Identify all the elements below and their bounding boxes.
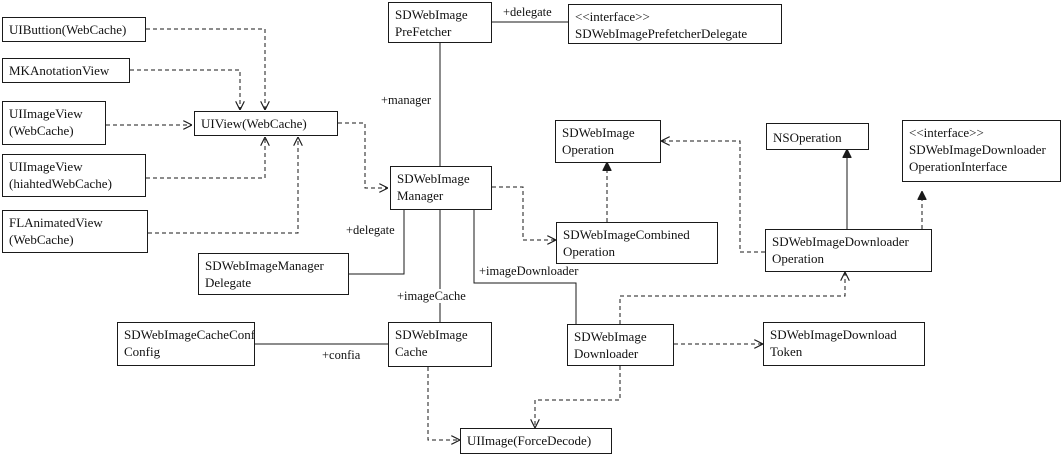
class-uiimageview-webcache: UIImageView (WebCache) — [2, 101, 106, 145]
class-name: NSOperation — [773, 130, 842, 145]
class-flanimatedview: FLAnimatedView (WebCache) — [2, 210, 148, 253]
class-name-line2: (WebCache) — [9, 232, 74, 247]
label-image-downloader: +imageDownloader — [478, 264, 580, 278]
edge-manager-delegate — [349, 198, 408, 275]
class-nsoperation: NSOperation — [766, 123, 869, 150]
class-mkannotationview: MKAnotationView — [2, 58, 130, 83]
class-name: SDWebImageCacheConfig — [124, 327, 255, 342]
class-name: SDWebImageManager — [205, 258, 324, 273]
class-name-line2: (WebCache) — [9, 123, 74, 138]
edge-downloader-uiimage — [535, 366, 621, 428]
class-name: SDWebImageDownloader — [772, 234, 909, 249]
class-sdwebimage-manager: SDWebImage Manager — [390, 166, 492, 210]
class-name: SDWebImageDownload — [770, 327, 897, 342]
class-name: SDWebImage — [395, 327, 468, 342]
edge-uiview-manager — [338, 122, 388, 188]
class-name: MKAnotationView — [9, 63, 110, 78]
class-name: SDWebImagePrefetcherDelegate — [575, 26, 748, 41]
class-name-line2: Downloader — [574, 346, 639, 361]
stereotype: <<interface>> — [575, 9, 650, 24]
edge-cache-uiimage — [427, 367, 460, 440]
class-cache-config: SDWebImageCacheConfig Config — [117, 322, 255, 366]
class-uiview-webcache: UIView(WebCache) — [194, 111, 338, 136]
class-uiimageview-highlighted: UIImageView (hiahtedWebCache) — [2, 154, 146, 197]
edge-uiimageview-hl-uiview — [146, 137, 265, 179]
class-downloader-operation: SDWebImageDownloader Operation — [765, 229, 932, 272]
class-name: UIButtion(WebCache) — [9, 22, 127, 37]
class-name: UIView(WebCache) — [201, 116, 307, 131]
class-name-line2: (hiahtedWebCache) — [9, 176, 112, 191]
class-sdwebimage-downloader: SDWebImage Downloader — [567, 324, 674, 366]
class-manager-delegate: SDWebImageManager Delegate — [198, 253, 349, 295]
class-uiimage-forcedecode: UIImage(ForceDecode) — [460, 428, 612, 454]
interface-downloader-operation: <<interface>> SDWebImageDownloader Opera… — [902, 120, 1061, 182]
class-name-line2: Manager — [397, 188, 444, 203]
class-sdwebimage-operation: SDWebImage Operation — [555, 120, 661, 163]
class-name-line2: Cache — [395, 344, 428, 359]
class-name: SDWebImage — [395, 7, 468, 22]
label-manager: +manager — [380, 93, 433, 107]
label-prefetcher-delegate: +delegate — [502, 5, 553, 19]
edge-flanimated-uiview — [148, 137, 298, 234]
label-cache-config: +confia — [321, 348, 362, 362]
class-sdwebimage-prefetcher: SDWebImage PreFetcher — [388, 2, 492, 43]
class-name: SDWebImage — [397, 171, 470, 186]
class-name-line2: Config — [124, 344, 161, 359]
class-name: UIImage(ForceDecode) — [467, 433, 592, 448]
edge-uibutton-uiview — [146, 28, 265, 110]
edge-manager-downloader — [470, 198, 577, 324]
class-name: FLAnimatedView — [9, 215, 103, 230]
class-name-line2: Delegate — [205, 275, 252, 290]
class-name-line2: Operation — [562, 142, 614, 157]
class-name: UIImageView — [9, 159, 83, 174]
interface-prefetcher-delegate: <<interface>> SDWebImagePrefetcherDelega… — [568, 4, 782, 44]
class-name-line2: Token — [770, 344, 803, 359]
class-name: SDWebImageCombined — [563, 227, 690, 242]
edge-downloader-dlop — [619, 272, 845, 324]
class-sdwebimage-cache: SDWebImage Cache — [388, 322, 492, 367]
class-name: UIImageView — [9, 106, 83, 121]
stereotype: <<interface>> — [909, 125, 984, 140]
class-name: SDWebImage — [562, 125, 635, 140]
class-name-line3: OperationInterface — [909, 159, 1008, 174]
edge-mkannotation-uiview — [130, 69, 240, 110]
class-name-line2: PreFetcher — [395, 24, 452, 39]
edge-manager-combined — [492, 186, 556, 240]
edge-dlop-operation — [661, 141, 765, 253]
class-uibutton-webcache: UIButtion(WebCache) — [2, 17, 146, 42]
class-name-line2: Operation — [772, 251, 824, 266]
label-image-cache: +imageCache — [396, 289, 467, 303]
label-manager-delegate: +delegate — [345, 223, 396, 237]
class-name: SDWebImageDownloader — [909, 142, 1046, 157]
class-combined-operation: SDWebImageCombined Operation — [556, 222, 718, 264]
class-name-line2: Operation — [563, 244, 615, 259]
class-name: SDWebImage — [574, 329, 647, 344]
class-download-token: SDWebImageDownload Token — [763, 322, 925, 366]
